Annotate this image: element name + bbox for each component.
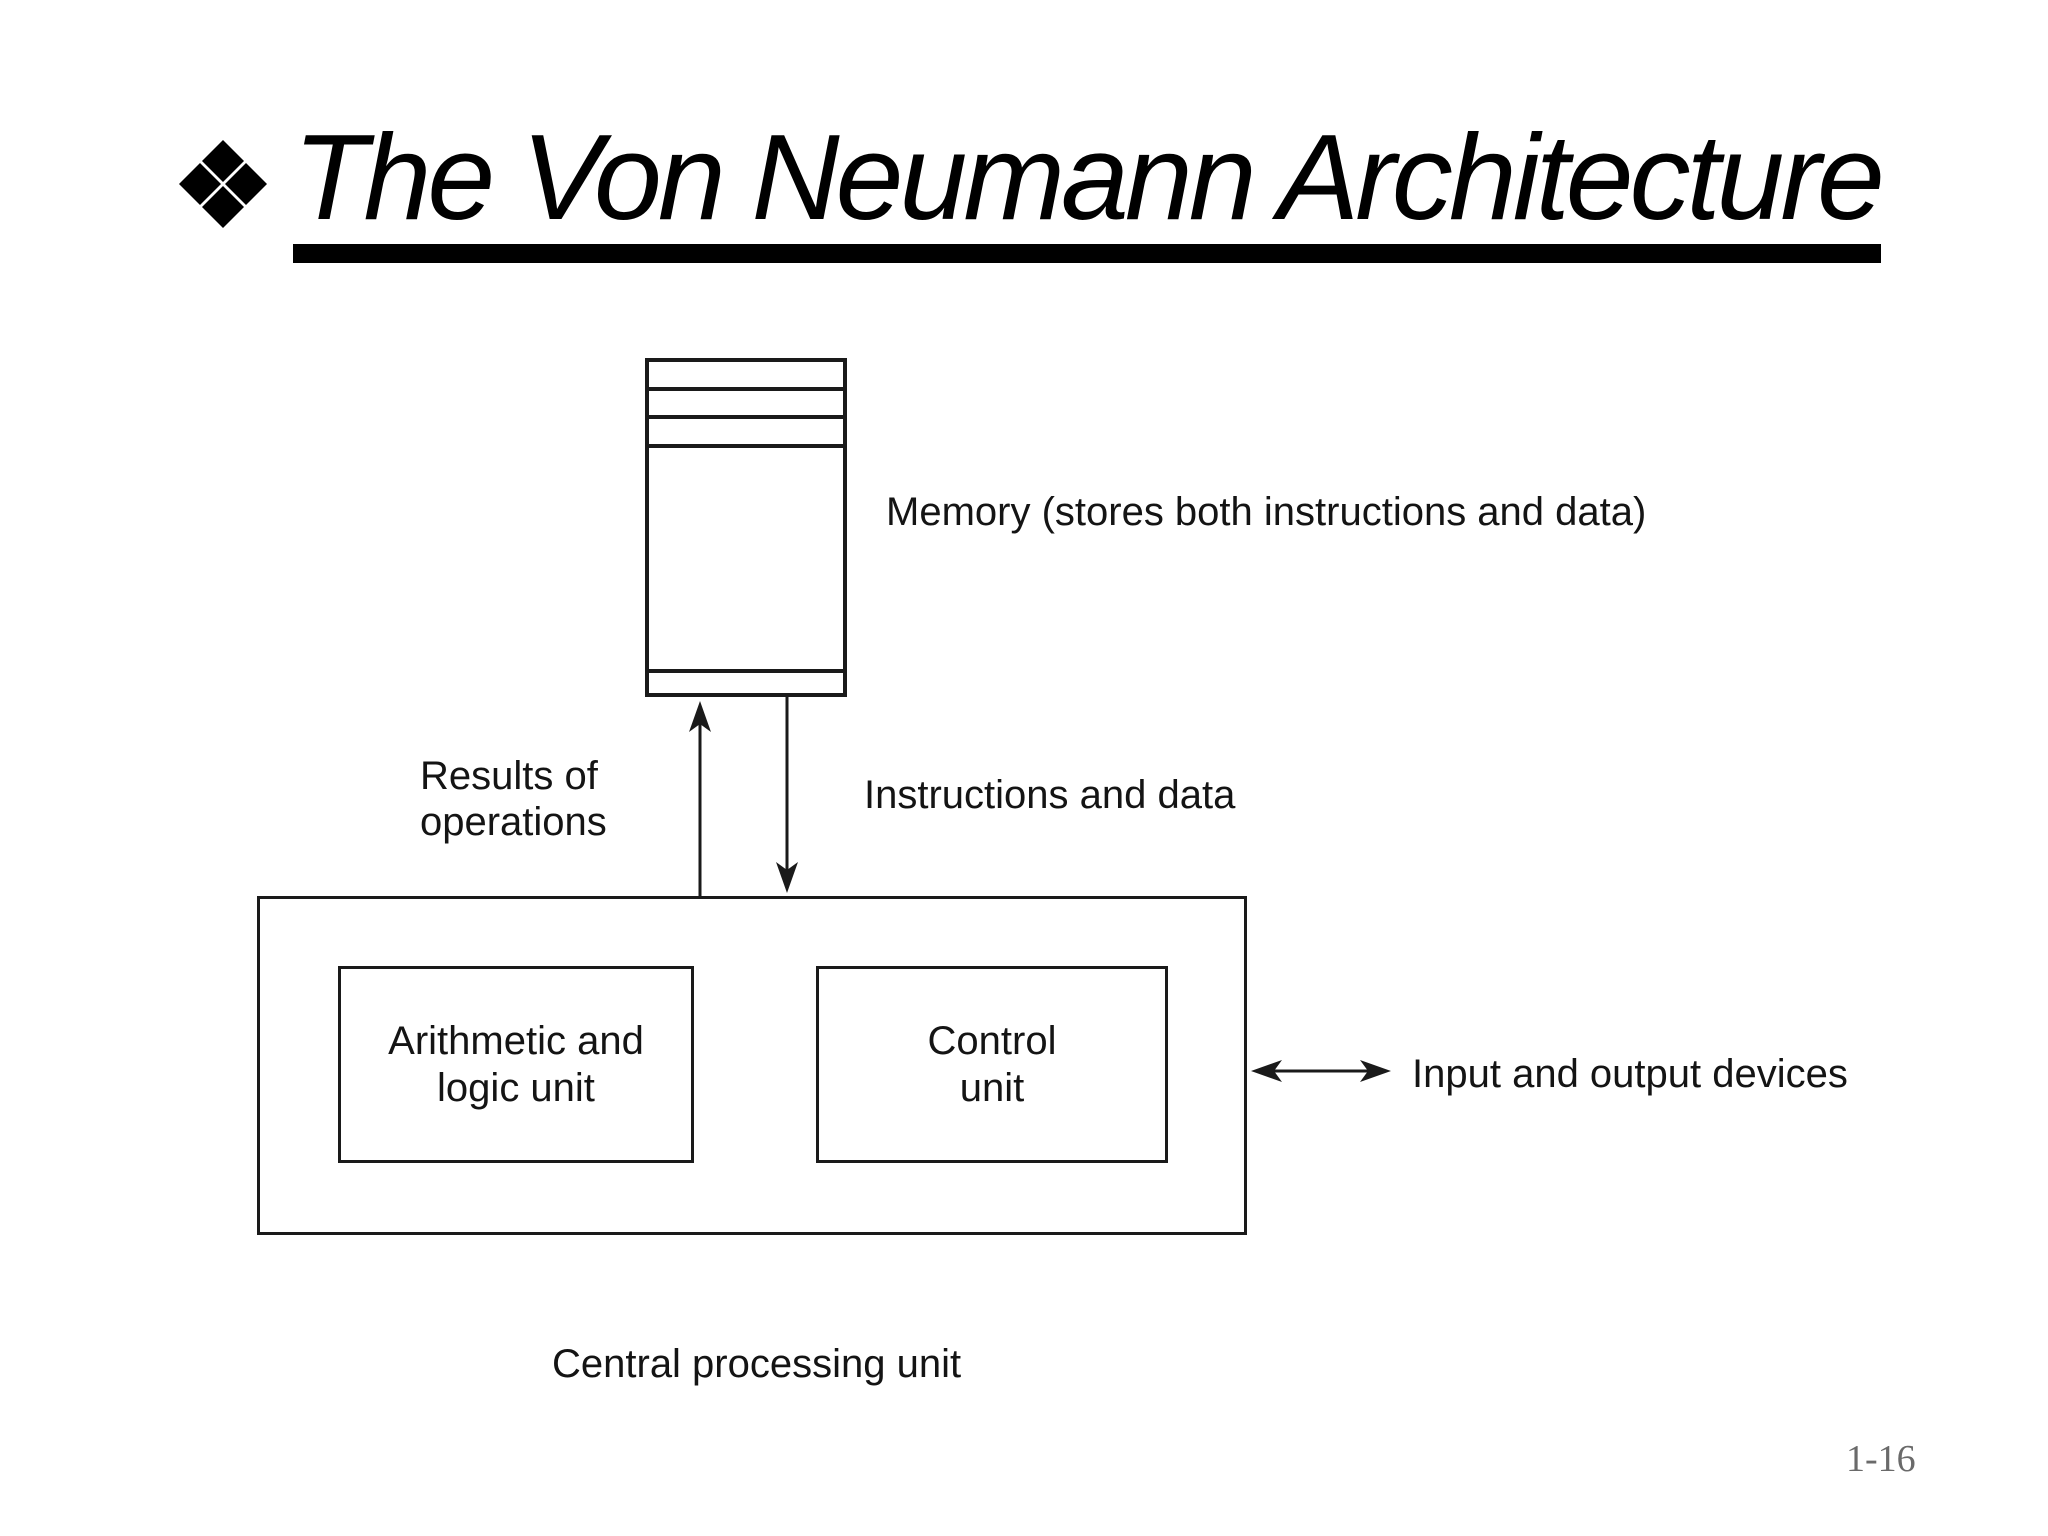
slide-title: The Von Neumann Architecture <box>293 116 1885 263</box>
memory-label: Memory (stores both instructions and dat… <box>886 490 1647 534</box>
alu-label-line1: Arithmetic and <box>388 1018 644 1063</box>
control-label-line1: Control <box>927 1018 1057 1063</box>
four-diamond-bullet-icon <box>179 140 267 228</box>
input-output-devices-label: Input and output devices <box>1412 1052 1848 1096</box>
page-number: 1-16 <box>1846 1438 1916 1480</box>
memory-cell-divider <box>649 669 843 673</box>
io-double-arrow <box>1251 1060 1391 1082</box>
instructions-arrow-down <box>776 697 798 893</box>
instructions-and-data-label: Instructions and data <box>864 773 1236 817</box>
control-label-line2: unit <box>959 1065 1025 1110</box>
memory-cell-divider <box>649 415 843 419</box>
results-label-line2: operations <box>420 800 607 844</box>
alu-box: Arithmetic and logic unit <box>338 966 694 1163</box>
results-arrow-up <box>689 701 711 896</box>
alu-label: Arithmetic and logic unit <box>388 1018 644 1112</box>
memory-cell-divider <box>649 387 843 391</box>
central-processing-unit-label: Central processing unit <box>552 1342 962 1386</box>
alu-label-line2: logic unit <box>437 1065 595 1110</box>
results-label-line1: Results of <box>420 754 598 798</box>
control-unit-box: Control unit <box>816 966 1168 1163</box>
control-unit-label: Control unit <box>928 1018 1057 1112</box>
memory-cell-divider <box>649 444 843 448</box>
results-of-operations-label: Results of operations <box>420 753 607 845</box>
slide-title-text: The Von Neumann Architecture <box>293 116 1885 263</box>
memory-box <box>645 358 847 697</box>
